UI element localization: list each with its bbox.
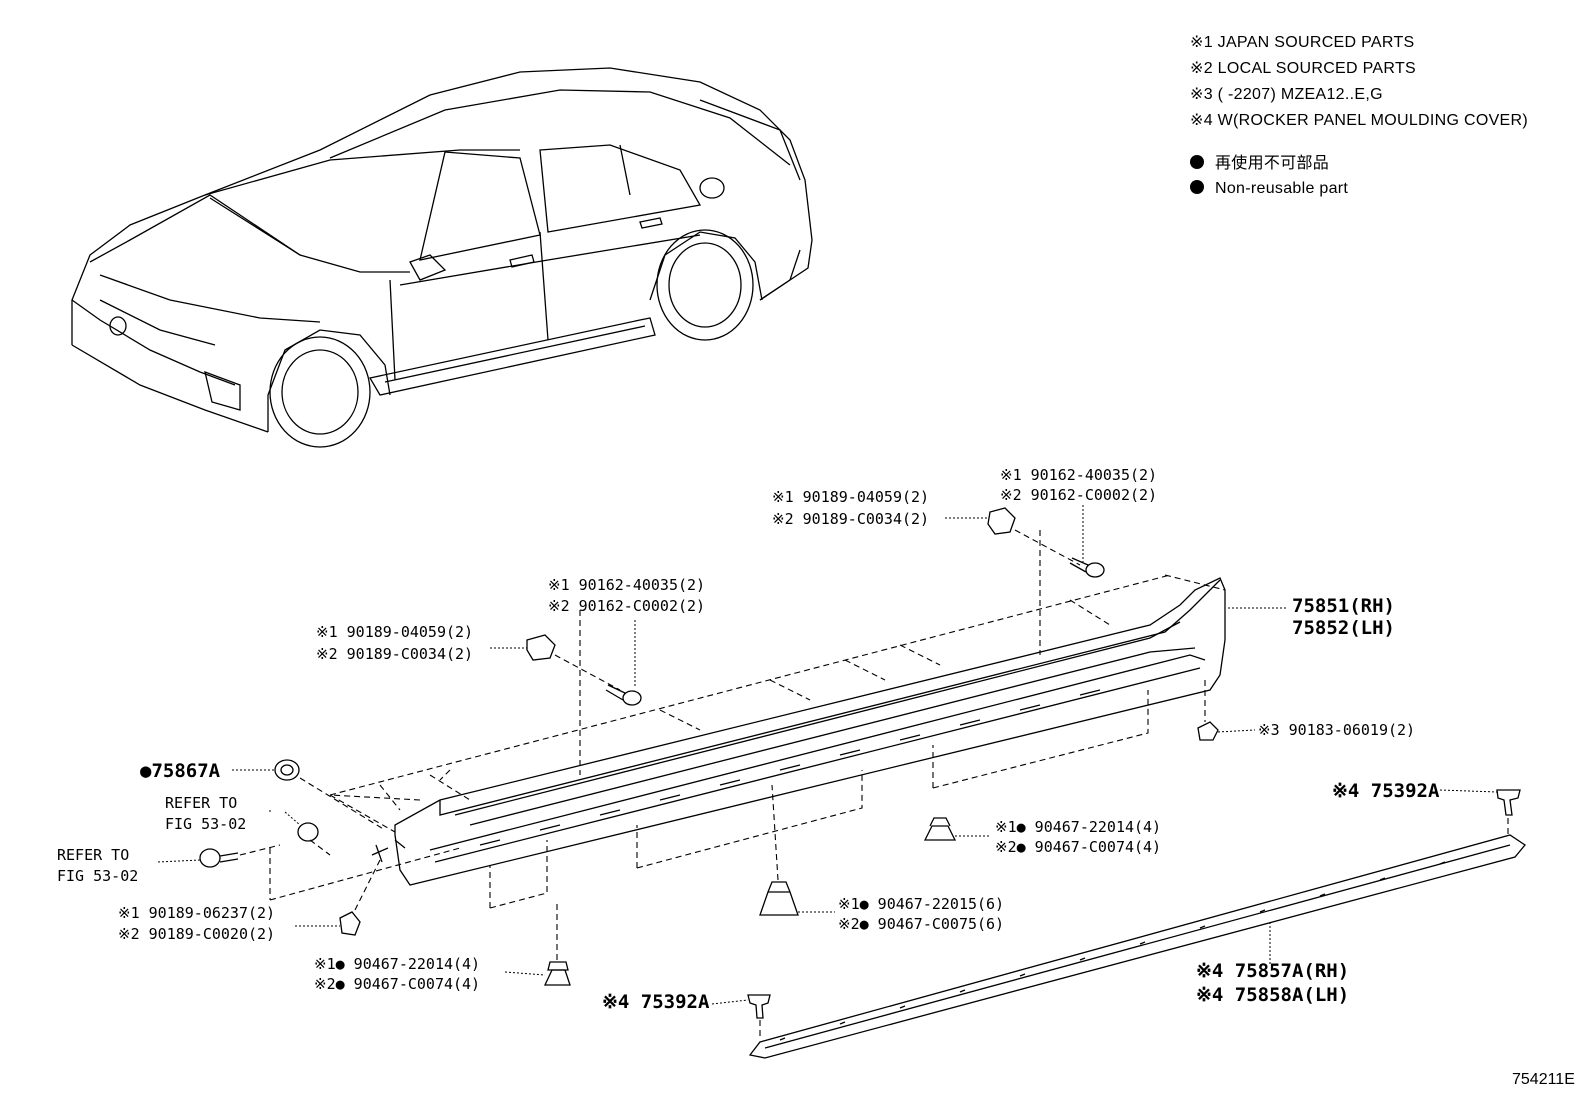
label-top-screw-right: ※1 90162-40035(2) ※2 90162-C0002(2)	[1000, 466, 1157, 504]
refer-text: FIG 53-02	[165, 815, 246, 833]
clip-icon	[297, 822, 319, 842]
clip-icon	[526, 634, 556, 661]
part-label: ※1 90189-04059(2)	[772, 488, 929, 506]
label-clip-lower-left: ※1 90189-06237(2) ※2 90189-C0020(2)	[118, 904, 275, 943]
clip-icon	[923, 817, 957, 841]
legend: ※1 JAPAN SOURCED PARTS ※2 LOCAL SOURCED …	[1190, 34, 1528, 197]
label-moulding: 75851(RH) 75852(LH)	[1292, 595, 1395, 639]
legend-nonreusable-jp: 再使用不可部品	[1215, 154, 1329, 172]
clip-icon	[339, 911, 361, 936]
part-label: ※1● 90467-22014(4)	[995, 818, 1161, 836]
label-mid-clip: ※1 90189-04059(2) ※2 90189-C0034(2)	[316, 623, 473, 663]
label-grommet: ●75867A	[140, 760, 221, 782]
clip-icon	[543, 961, 571, 986]
refer-text: REFER TO	[165, 794, 237, 812]
screw-icon	[1069, 557, 1105, 578]
cover-clip-icon	[747, 994, 771, 1019]
label-cover: ※4 75857A(RH) ※4 75858A(LH)	[1196, 960, 1349, 1006]
figure-code: 754211E	[1512, 1071, 1575, 1088]
label-mid-screw: ※1 90162-40035(2) ※2 90162-C0002(2)	[548, 576, 705, 615]
part-label: ※2● 90467-C0074(4)	[314, 975, 480, 993]
legend-line-4: ※4 W(ROCKER PANEL MOULDING COVER)	[1190, 112, 1528, 129]
label-cover-clip-right: ※4 75392A	[1332, 780, 1440, 802]
label-clip-center: ※1● 90467-22015(6) ※2● 90467-C0075(6)	[838, 895, 1004, 933]
legend-line-1: ※1 JAPAN SOURCED PARTS	[1190, 34, 1415, 51]
legend-line-3: ※3 ( -2207) MZEA12..E,G	[1190, 86, 1383, 103]
label-refer-lower: REFER TO FIG 53-02	[57, 846, 138, 885]
grommet-icon	[274, 759, 300, 781]
label-cover-clip-left: ※4 75392A	[602, 991, 710, 1013]
part-label: ※2 90189-C0020(2)	[118, 925, 275, 943]
refer-text: FIG 53-02	[57, 867, 138, 885]
part-label-main: ※4 75858A(LH)	[1196, 984, 1349, 1006]
part-label: ※2 90162-C0002(2)	[1000, 486, 1157, 504]
part-label: ※2 90162-C0002(2)	[548, 597, 705, 615]
label-top-clip-right: ※1 90189-04059(2) ※2 90189-C0034(2)	[772, 488, 929, 528]
legend-line-2: ※2 LOCAL SOURCED PARTS	[1190, 60, 1416, 77]
part-label: ※1 90162-40035(2)	[1000, 466, 1157, 484]
part-label: ※2 90189-C0034(2)	[772, 510, 929, 528]
car-illustration	[71, 67, 813, 448]
part-label: ※1 90162-40035(2)	[548, 576, 705, 594]
part-label-main: 75851(RH)	[1292, 595, 1395, 617]
cover-clip-icon	[1496, 789, 1521, 816]
label-refer-upper: REFER TO FIG 53-02	[165, 794, 246, 833]
part-label: ※2● 90467-C0075(6)	[838, 915, 1004, 933]
legend-nonreusable-en: Non-reusable part	[1215, 180, 1348, 197]
label-clip-right: ※1● 90467-22014(4) ※2● 90467-C0074(4)	[995, 818, 1161, 856]
part-label: ※1● 90467-22015(6)	[838, 895, 1004, 913]
part-label: ※1● 90467-22014(4)	[314, 955, 480, 973]
nonreusable-dot-icon	[1190, 180, 1204, 194]
rocker-moulding-cover	[748, 834, 1526, 1059]
nonreusable-dot-icon	[1190, 155, 1204, 169]
clip-icon	[759, 881, 799, 916]
part-label: ※2● 90467-C0074(4)	[995, 838, 1161, 856]
part-label: ※1 90189-06237(2)	[118, 904, 275, 922]
part-label-main: 75852(LH)	[1292, 617, 1395, 639]
screw-icon	[605, 684, 642, 706]
refer-text: REFER TO	[57, 846, 129, 864]
part-label: ※2 90189-C0034(2)	[316, 645, 473, 663]
part-label-main: ※4 75857A(RH)	[1196, 960, 1349, 982]
label-clip-bottom-left: ※1● 90467-22014(4) ※2● 90467-C0074(4)	[314, 955, 480, 993]
rocker-panel-moulding	[394, 577, 1226, 886]
nut-icon	[1197, 721, 1219, 741]
part-label: ※1 90189-04059(2)	[316, 623, 473, 641]
clip-icon	[987, 507, 1016, 535]
label-nut-right: ※3 90183-06019(2)	[1258, 721, 1415, 739]
bolt-icon	[199, 848, 239, 868]
